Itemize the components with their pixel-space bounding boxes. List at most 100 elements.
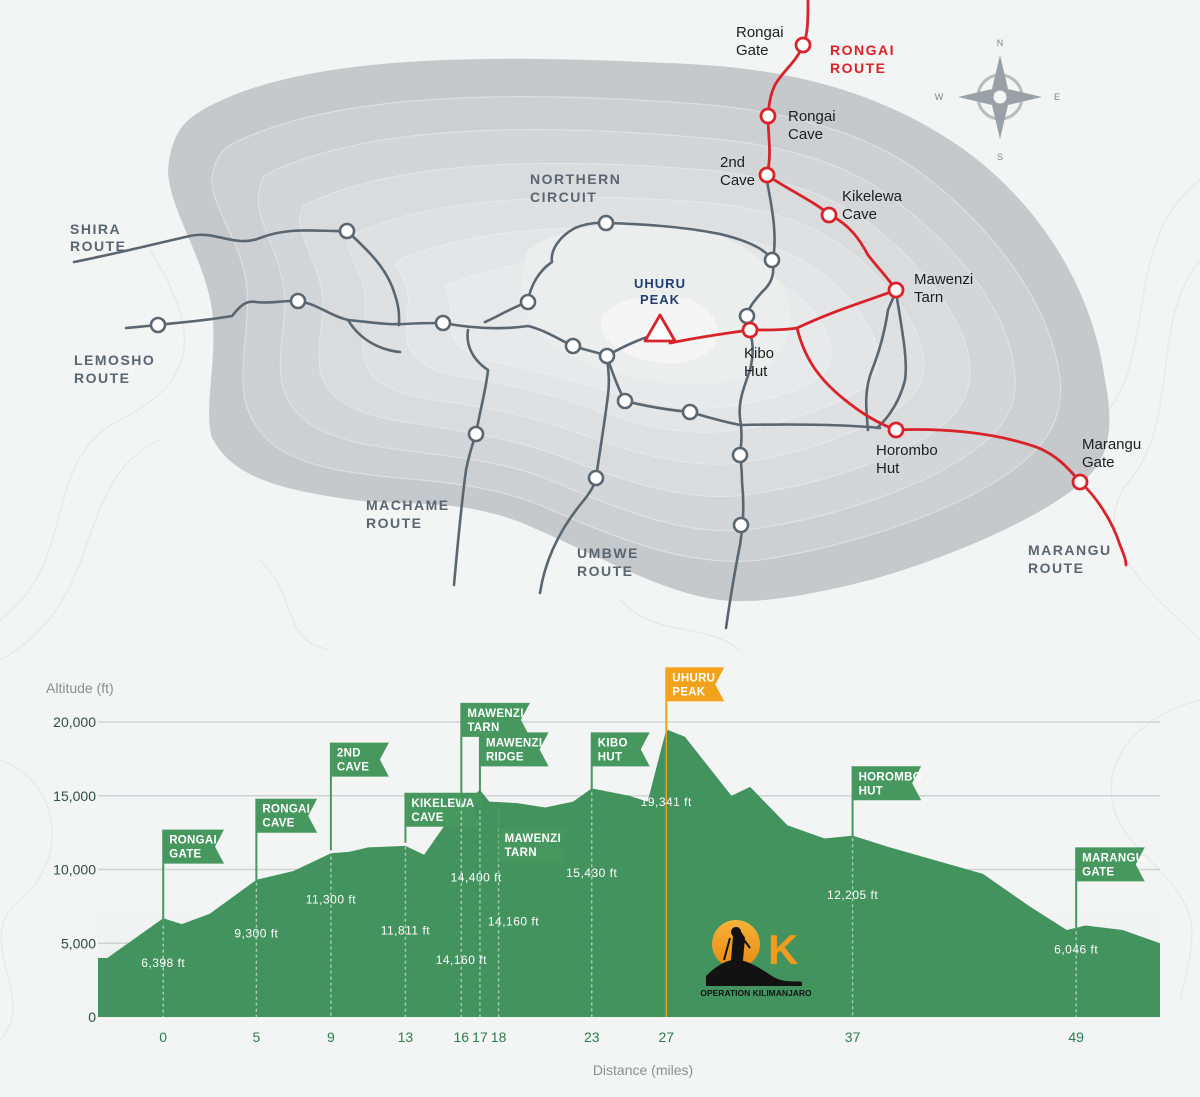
waypoint-flag-icon	[256, 798, 318, 833]
waypoint-altitude-label: 11,300 ft	[306, 892, 356, 906]
summit-descent-path	[795, 326, 898, 432]
waypoint-flag-text: TARN	[505, 847, 537, 859]
map-node[interactable]	[434, 314, 452, 332]
route-label-umbwe: UMBWE	[577, 545, 639, 561]
map-node[interactable]	[681, 403, 699, 421]
waypoint-kikelewa-cave[interactable]	[820, 206, 838, 224]
shira-route-path	[72, 229, 349, 264]
mawenzi-grey-link	[864, 288, 898, 432]
shira-extra	[346, 318, 402, 354]
waypoint-flag-icon	[591, 732, 650, 767]
route-label-umbwe-suffix: ROUTE	[577, 563, 634, 579]
waypoint-flag-icon	[1076, 847, 1145, 882]
waypoint-flag-icon	[479, 732, 549, 767]
map-node[interactable]	[519, 293, 537, 311]
map-node[interactable]	[763, 251, 781, 269]
map-node[interactable]	[732, 516, 750, 534]
map-node[interactable]	[467, 425, 485, 443]
place-horombo-hut: Horombo	[876, 442, 938, 459]
waypoint-2nd-cave: 2ND CAVE 11,300 ft	[306, 742, 389, 1017]
map-node[interactable]	[338, 222, 356, 240]
map-node[interactable]	[587, 469, 605, 487]
place-kibo-hut-2: Hut	[744, 363, 768, 380]
map-node[interactable]	[598, 347, 616, 365]
map-node[interactable]	[289, 292, 307, 310]
mountain-contours	[168, 58, 1110, 602]
map-node[interactable]	[564, 337, 582, 355]
waypoint-flag-text: MAWENZI	[486, 737, 542, 749]
waypoint-flag-text: CAVE	[262, 818, 294, 830]
waypoint-flag-text: TARN	[467, 722, 499, 734]
northern-circuit-path	[526, 221, 775, 318]
place-marangu-gate: Marangu	[1082, 436, 1141, 453]
operation-kilimanjaro-logo: K OPERATION KILIMANJARO	[700, 920, 812, 998]
place-mawenzi-tarn-2: Tarn	[914, 289, 943, 306]
waypoint-altitude-label: 9,300 ft	[234, 926, 278, 940]
waypoint-altitude-label: 6,046 ft	[1054, 943, 1098, 957]
map-node[interactable]	[149, 316, 167, 334]
y-tick-label: 0	[88, 1009, 96, 1025]
route-label-marangu: MARANGU	[1028, 542, 1112, 558]
map-place-labels: Rongai Gate Rongai Cave 2nd Cave Kikelew…	[720, 24, 1141, 477]
shira-to-lemosho	[345, 229, 401, 327]
waypoint-flag-text: CAVE	[337, 762, 369, 774]
waypoint-flag-text: MARANGU	[1082, 852, 1144, 864]
x-tick-label: 0	[159, 1029, 167, 1045]
waypoint-flag-icon	[498, 828, 568, 863]
waypoint-flag-icon	[330, 742, 389, 777]
summit-triangle-icon[interactable]	[643, 313, 677, 343]
map-node[interactable]	[731, 446, 749, 464]
horombo-grey-link	[875, 290, 908, 430]
map-node[interactable]	[616, 392, 634, 410]
waypoint-flag-text: GATE	[169, 849, 201, 861]
waypoint-flag-text: RONGAI	[169, 835, 217, 847]
x-tick-label: 49	[1068, 1029, 1084, 1045]
waypoint-mawenzi-tarn[interactable]	[887, 281, 905, 299]
map-node[interactable]	[597, 214, 615, 232]
waypoint-flag-text: GATE	[1082, 866, 1114, 878]
waypoint-rongai-cave[interactable]	[759, 107, 777, 125]
waypoint-flag-text: MAWENZI	[505, 833, 561, 845]
compass-north: N	[997, 38, 1004, 48]
waypoint-horombo-hut[interactable]	[887, 421, 905, 439]
x-tick-label: 16	[454, 1029, 470, 1045]
waypoint-altitude-label: 15,430 ft	[566, 866, 617, 880]
waypoint-altitude-label: 19,341 ft	[641, 795, 692, 809]
waypoint-marangu-gate: MARANGU GATE 6,046 ft	[1054, 847, 1145, 1017]
machame-to-barranco	[441, 321, 575, 348]
waypoint-flag-text: HUT	[598, 751, 623, 763]
route-label-shira-suffix: ROUTE	[70, 238, 127, 254]
uhuru-peak-label: UHURU	[634, 276, 686, 291]
waypoint-rongai-gate[interactable]	[794, 36, 812, 54]
compass-rose-icon: N S E W	[935, 38, 1060, 162]
waypoint-flag-icon	[461, 702, 530, 737]
place-rongai-gate-2: Gate	[736, 42, 769, 59]
map-node[interactable]	[738, 307, 756, 325]
x-tick-label: 17	[472, 1029, 488, 1045]
altitude-profile-area	[98, 729, 1160, 1017]
place-marangu-gate-2: Gate	[1082, 454, 1115, 471]
waypoint-flag-text: HOROMBO	[859, 771, 922, 783]
map-route-labels: SHIRA ROUTE LEMOSHO ROUTE MACHAME ROUTE …	[70, 42, 1112, 579]
waypoint-flag-text: 2ND	[337, 748, 361, 760]
waypoint-marangu-gate[interactable]	[1071, 473, 1089, 491]
x-axis-title: Distance (miles)	[593, 1062, 693, 1078]
waypoint-flag-text: CAVE	[411, 812, 443, 824]
logo-mountain-icon	[706, 959, 802, 986]
northern-circuit-label: NORTHERN	[530, 171, 621, 187]
place-mawenzi-tarn: Mawenzi	[914, 271, 973, 288]
waypoint-flag-icon	[852, 766, 922, 801]
route-label-marangu-suffix: ROUTE	[1028, 560, 1085, 576]
waypoint-altitude-label: 6,398 ft	[141, 956, 185, 970]
waypoint-2nd-cave[interactable]	[758, 166, 776, 184]
waypoint-kibo-hut[interactable]	[741, 321, 759, 339]
place-horombo-hut-2: Hut	[876, 460, 900, 477]
waypoint-flag-text: HUT	[859, 785, 884, 797]
